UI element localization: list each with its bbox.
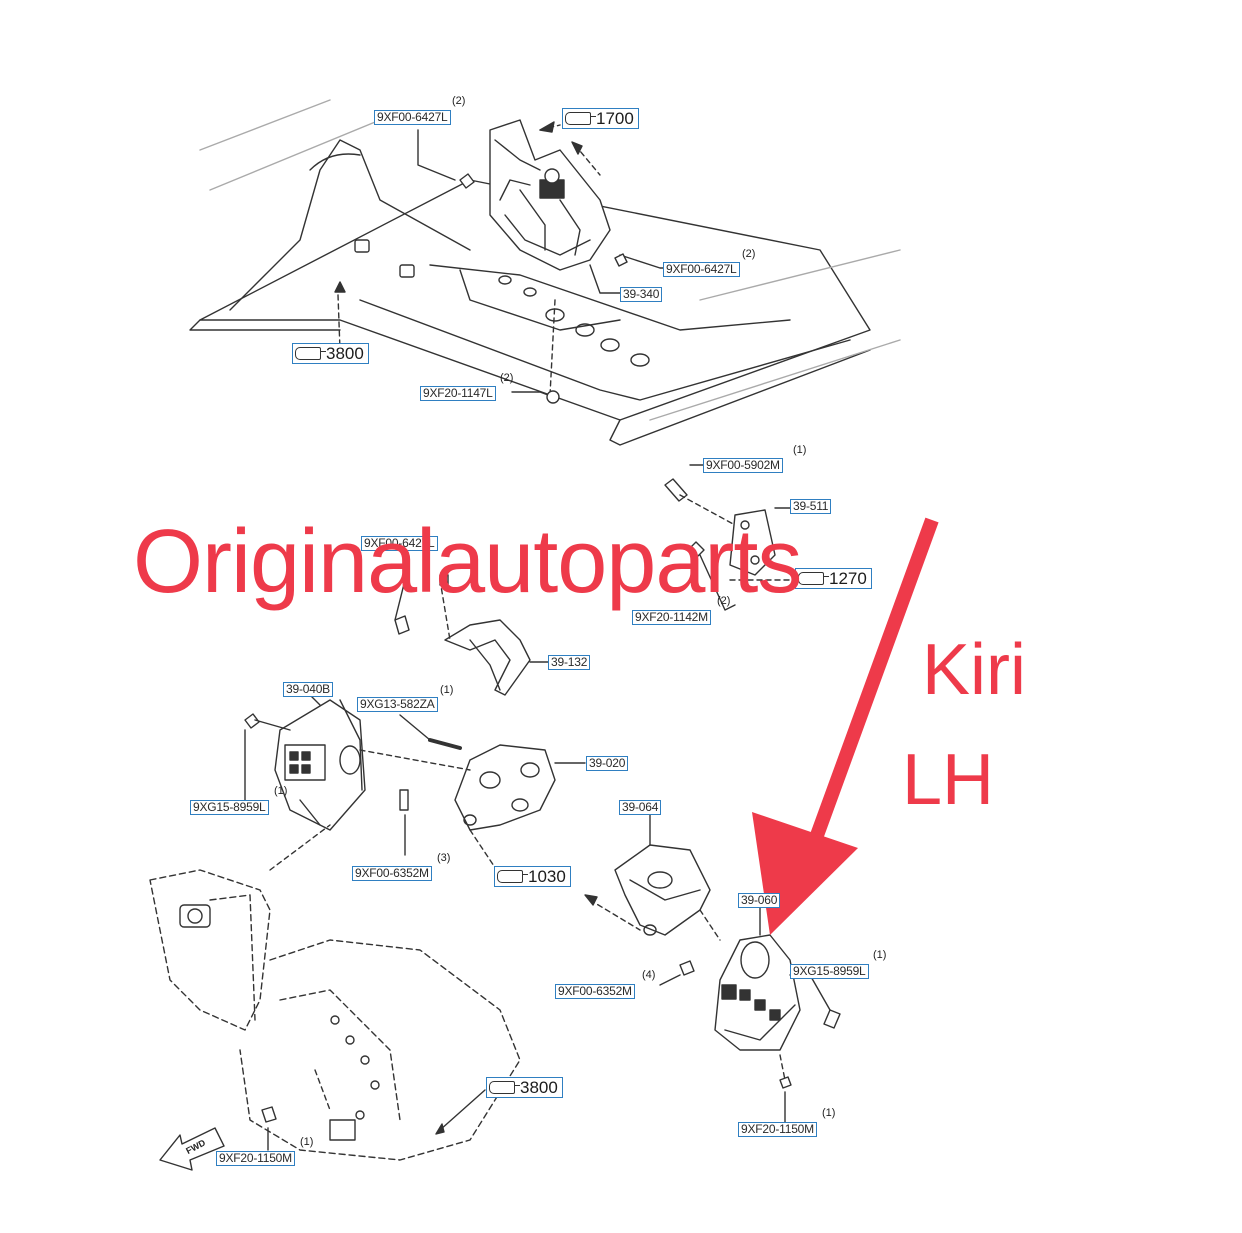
qty-label: (2) <box>742 248 756 260</box>
fwd-arrow-icon <box>159 1127 225 1171</box>
mount-39-060 <box>714 934 801 1051</box>
bracket-39-020 <box>454 744 556 831</box>
part-label-9xg15-8959l-right: 9XG15-8959L <box>790 964 869 979</box>
qty-label: (4) <box>642 969 656 981</box>
part-label-39-511: 39-511 <box>790 499 832 514</box>
part-label-9xf00-6427l-hidden: 9XF00-6427L <box>361 536 438 551</box>
book-ref-icon <box>798 572 829 585</box>
part-label-9xf00-6427l-right: 9XF00-6427L <box>663 262 740 277</box>
part-label-9xf20-1147l: 9XF20-1147L <box>420 386 496 401</box>
qty-label: (2) <box>452 95 466 107</box>
part-label-9xf00-6427l-top: 9XF00-6427L <box>374 110 451 125</box>
bracket-39-132 <box>444 619 531 696</box>
ref-label-3800: 3800 <box>292 343 369 364</box>
book-ref-icon <box>497 870 528 883</box>
part-label-39-060: 39-060 <box>738 893 781 908</box>
part-label-9xg15-8959l-left: 9XG15-8959L <box>190 800 269 815</box>
qty-label: (1) <box>822 1107 836 1119</box>
qty-label: (1) <box>873 949 887 961</box>
part-label-9xf20-1150m-right: 9XF20-1150M <box>738 1122 817 1137</box>
book-ref-icon <box>295 347 326 360</box>
annotation-lh: LH <box>902 740 995 820</box>
watermark-text: Originalautoparts <box>133 512 802 612</box>
part-label-39-340: 39-340 <box>620 287 663 302</box>
body-frame-bottom <box>149 824 521 1161</box>
bracket-39-064 <box>614 844 711 936</box>
annotation-kiri: Kiri <box>922 630 1026 710</box>
ref-label-1700: 1700 <box>562 108 639 129</box>
ref-label-1270: 1270 <box>795 568 872 589</box>
part-label-9xf20-1142m: 9XF20-1142M <box>632 610 711 625</box>
book-ref-icon <box>565 112 596 125</box>
qty-label: (1) <box>274 785 288 797</box>
top-mount-39-340 <box>489 119 611 271</box>
part-label-9xg13-582za: 9XG13-582ZA <box>357 697 438 712</box>
part-label-9xf00-5902m: 9XF00-5902M <box>703 458 783 473</box>
mount-39-040B <box>274 699 366 831</box>
qty-label: (3) <box>437 852 451 864</box>
part-label-9xf00-6352m-4: 9XF00-6352M <box>555 984 635 999</box>
ref-label-1030: 1030 <box>494 866 571 887</box>
part-label-39-040b: 39-040B <box>283 682 333 697</box>
part-label-39-064: 39-064 <box>619 800 662 815</box>
qty-label: (1) <box>440 684 454 696</box>
part-label-9xf00-6352m-3: 9XF00-6352M <box>352 866 432 881</box>
ref-label-3800-bottom: 3800 <box>486 1077 563 1098</box>
part-label-9xf20-1150m-left: 9XF20-1150M <box>216 1151 295 1166</box>
bracket-39-511 <box>729 509 776 576</box>
part-label-39-132: 39-132 <box>548 655 591 670</box>
top-crossmember-frame <box>189 99 901 446</box>
qty-label: (1) <box>300 1136 314 1148</box>
part-label-39-020: 39-020 <box>586 756 629 771</box>
qty-label: (1) <box>793 444 807 456</box>
book-ref-icon <box>489 1081 520 1094</box>
qty-label: (2) <box>717 595 731 607</box>
qty-label: (2) <box>500 372 514 384</box>
